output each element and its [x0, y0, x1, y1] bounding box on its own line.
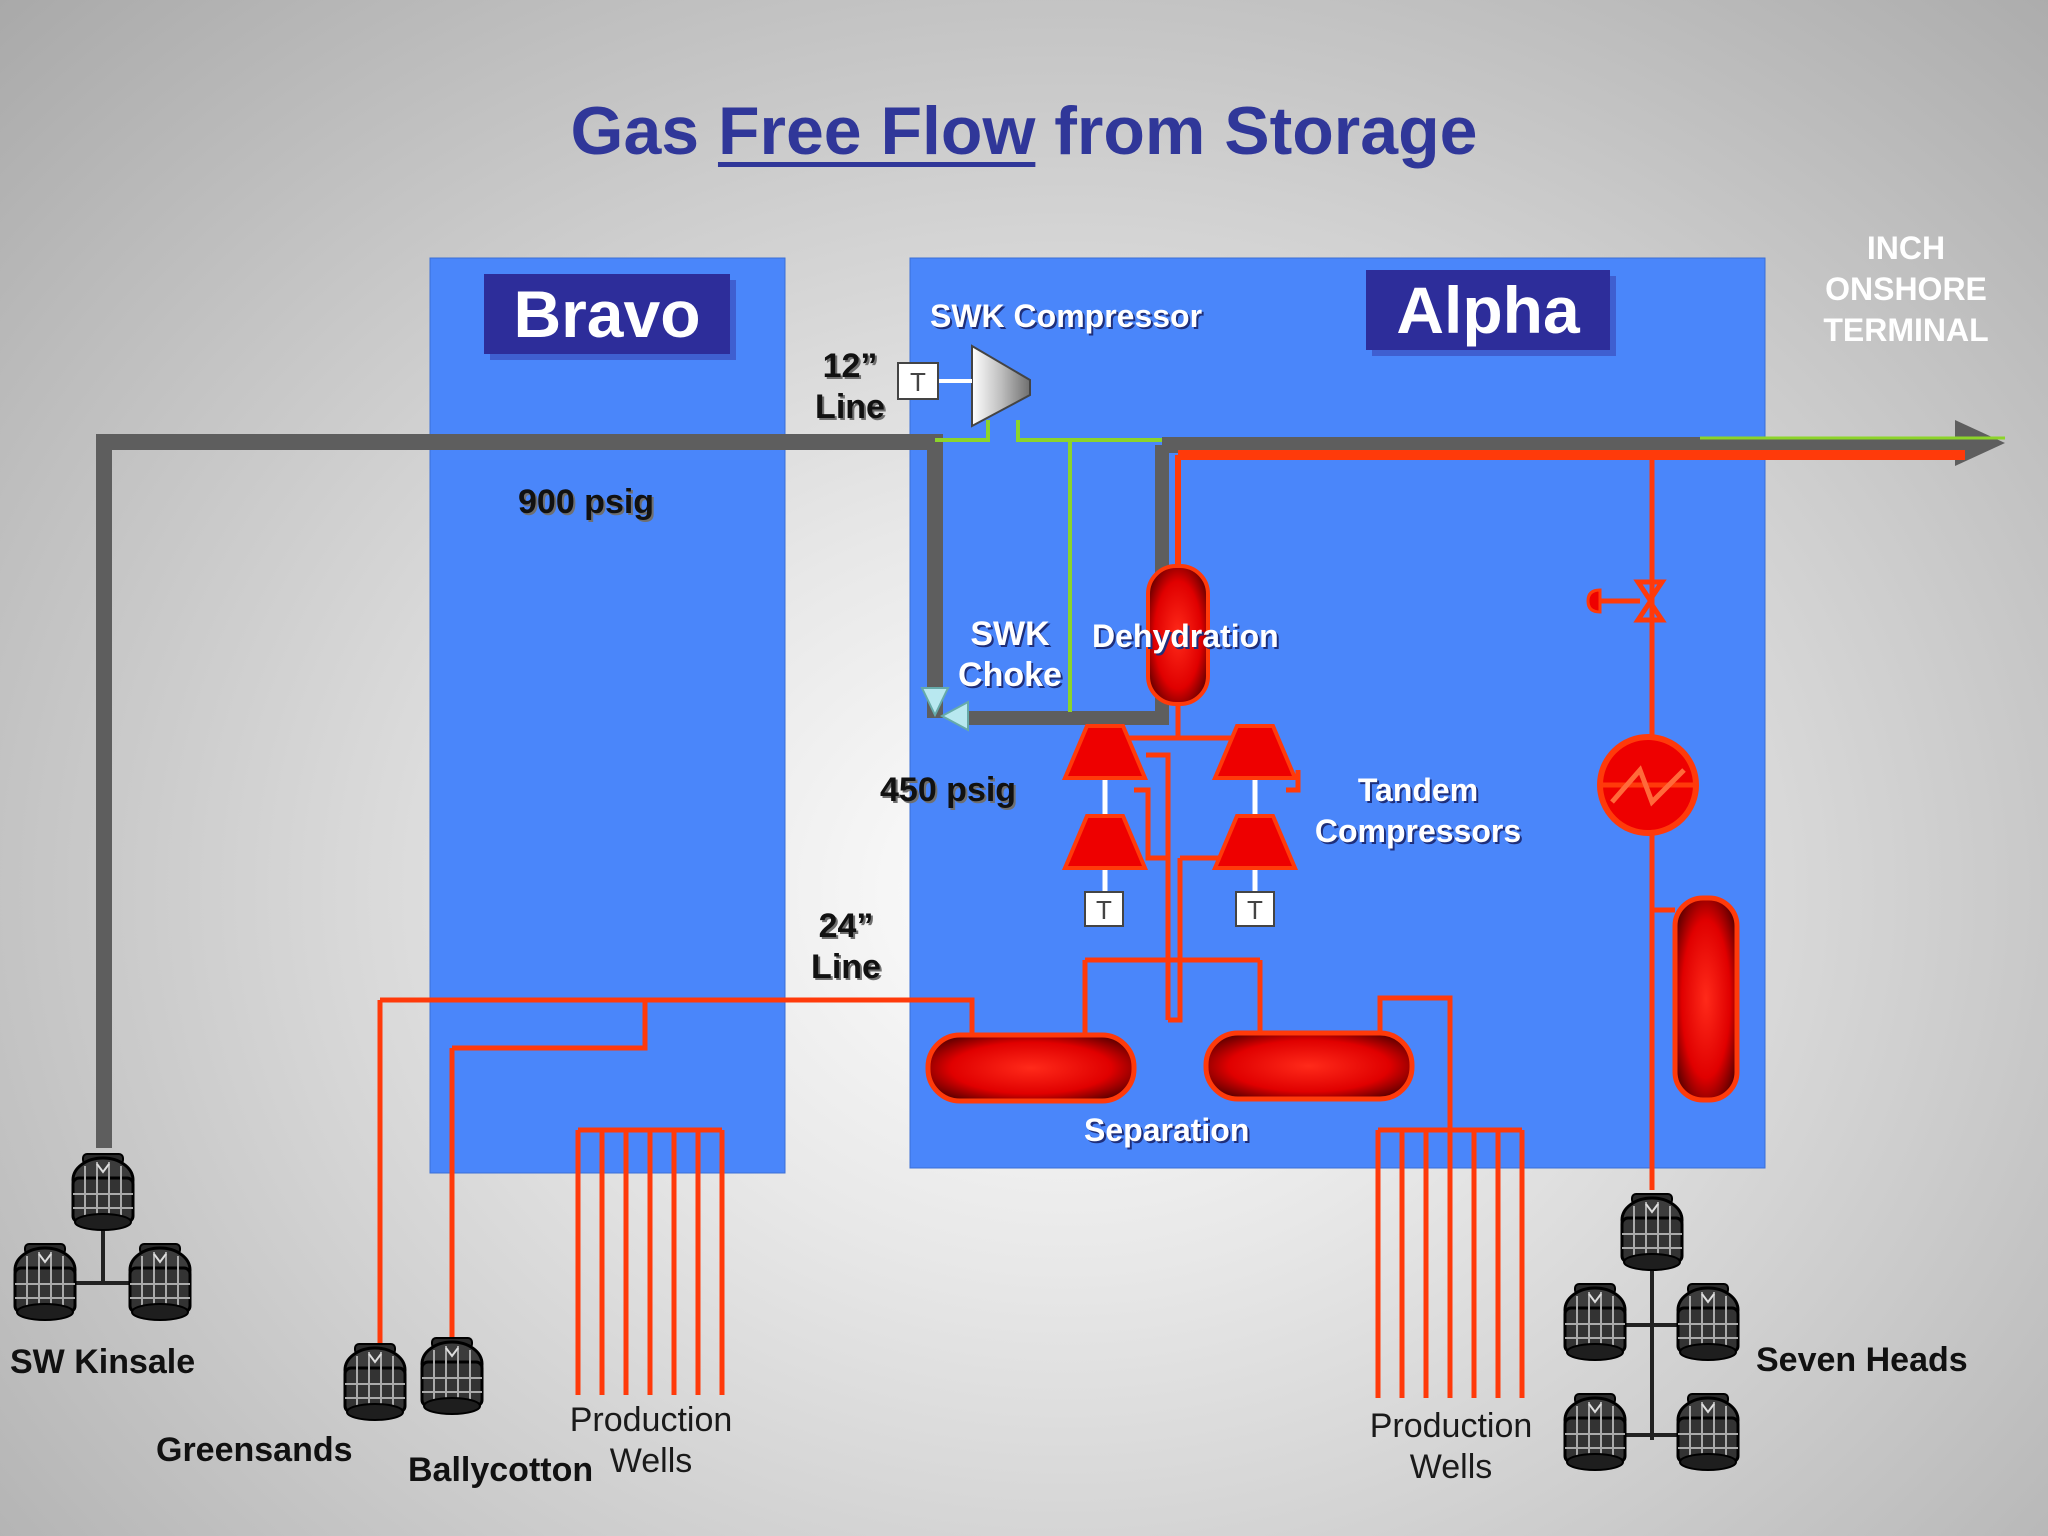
seven-heads-label: Seven Heads	[1756, 1341, 1968, 1379]
wellhead-icon	[343, 1342, 407, 1422]
wellhead-icon	[1676, 1392, 1740, 1472]
swk-compressor-label: SWK Compressor	[930, 298, 1203, 334]
arrow-icon	[1955, 420, 2005, 466]
bravo-badge: Bravo	[484, 274, 730, 354]
sw-kinsale-label: SW Kinsale	[10, 1343, 196, 1381]
turbine-icon: T	[1084, 891, 1124, 927]
control-valve-icon	[1586, 579, 1667, 623]
svg-text:T: T	[1096, 895, 1112, 925]
wellhead-icon	[420, 1336, 484, 1416]
svg-text:T: T	[1247, 895, 1263, 925]
wellhead-icon	[1620, 1192, 1684, 1272]
choke-bypass-line	[960, 445, 1169, 725]
ballycotton-label: Ballycotton	[408, 1451, 594, 1489]
vessel-icon	[1203, 1030, 1415, 1102]
production-wells-alpha	[1375, 1127, 1525, 1398]
pressure-900-label: 900 psig	[518, 483, 655, 521]
line-12-label: 12”Line	[815, 347, 885, 426]
heat-exchanger-icon	[1597, 734, 1699, 836]
dehydration-label: Dehydration	[1092, 618, 1279, 654]
alpha-badge: Alpha	[1366, 270, 1610, 350]
wellhead-icon	[128, 1242, 192, 1322]
production-wells-bravo	[575, 1127, 725, 1395]
wellhead-icon	[1563, 1282, 1627, 1362]
bravo-platform	[429, 257, 786, 1174]
greensands-label: Greensands	[156, 1431, 353, 1469]
turbine-icon: T	[897, 362, 939, 400]
turbine-icon: T	[1235, 891, 1275, 927]
fuel-gas-line	[935, 420, 1162, 712]
vessel-icon	[925, 1032, 1137, 1104]
wellhead-icon	[1563, 1392, 1627, 1472]
gas-export-line	[96, 434, 943, 1148]
wellhead-icon	[13, 1242, 77, 1322]
wellhead-icon	[1676, 1282, 1740, 1362]
choke-valve-icon	[920, 687, 969, 732]
wellhead-icon	[71, 1152, 135, 1232]
svg-text:T: T	[910, 367, 926, 397]
separation-label: Separation	[1084, 1112, 1250, 1148]
line-24-label: 24”Line	[811, 907, 881, 986]
compressor-icon	[971, 344, 1031, 428]
pressure-450-label: 450 psig	[880, 771, 1017, 809]
page-title: Gas Free Flow from Storage	[570, 93, 1478, 169]
vessel-icon	[1672, 895, 1740, 1103]
